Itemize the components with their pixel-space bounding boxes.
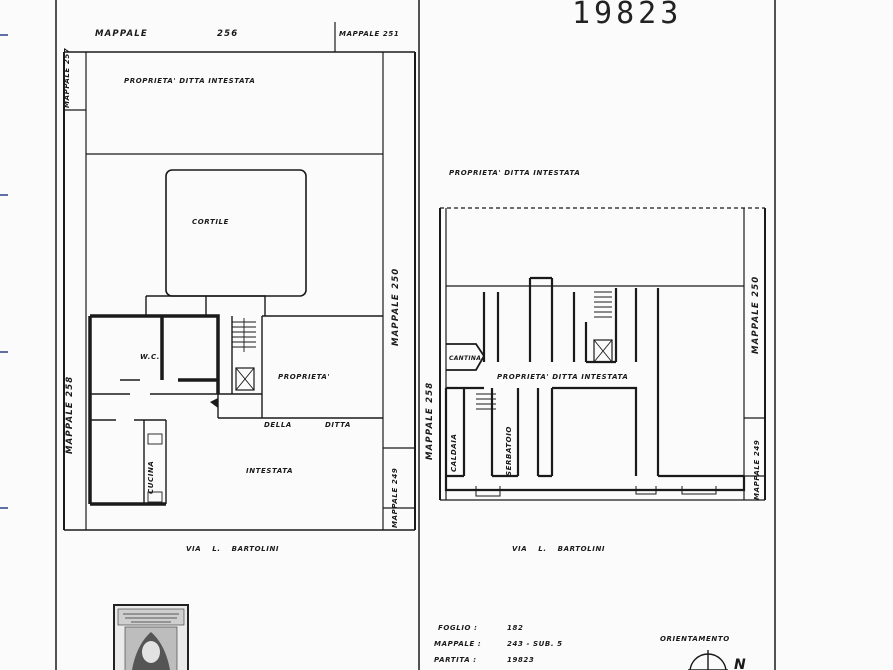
orientamento-label: ORIENTAMENTO	[660, 635, 730, 643]
north-arrow	[688, 650, 728, 670]
north-letter: N	[734, 657, 748, 670]
foglio-value: 182	[507, 624, 524, 632]
partita-label: PARTITA :	[434, 656, 477, 664]
margin-ticks	[0, 34, 8, 509]
proprieta-right-line2: DELLA DITTA	[264, 421, 351, 429]
right-stairs	[476, 291, 612, 410]
left-stairs	[232, 318, 256, 352]
stamp-portrait-icon	[117, 608, 185, 670]
proprieta-top-left: PROPRIETA' DITTA INTESTATA	[124, 77, 256, 85]
apartment-walls	[88, 314, 220, 506]
proprieta-right-line1: PROPRIETA'	[278, 373, 331, 381]
right-street-label: VIA L. BARTOLINI	[512, 545, 606, 553]
mappale-250-right-label: MAPPALE 250	[751, 275, 761, 354]
mappale-256-label: MAPPALE	[95, 29, 148, 39]
mappale-256-number: 256	[217, 29, 239, 39]
cantina-room	[446, 343, 486, 371]
mappale-250-left-label: MAPPALE 250	[391, 267, 401, 346]
mappale-249-right-label: MAPPALE 249	[753, 439, 761, 500]
basement-walls	[444, 276, 746, 492]
mappale-249-left-label: MAPPALE 249	[391, 467, 399, 528]
left-street-label: VIA L. BARTOLINI	[186, 545, 280, 553]
mappale-info-label: MAPPALE :	[434, 640, 482, 648]
proprieta-right-line3: INTESTATA	[246, 467, 294, 475]
wc-label: W.C.	[140, 353, 160, 361]
sheet-number: 19823	[572, 0, 683, 31]
caldaia-label: CALDAIA	[450, 433, 458, 472]
partita-value: 19823	[507, 656, 535, 664]
left-lift	[235, 367, 255, 391]
revenue-stamp-image	[113, 604, 189, 670]
right-lift	[593, 339, 613, 363]
right-lot-boundary	[439, 207, 766, 501]
cortile-label: CORTILE	[192, 218, 229, 226]
mappale-258-left-label: MAPPALE 258	[65, 375, 75, 454]
proprieta-top-right: PROPRIETA' DITTA INTESTATA	[449, 169, 581, 177]
proprieta-center-right: PROPRIETA' DITTA INTESTATA	[497, 373, 629, 381]
cucina-label: CUCINA	[147, 460, 155, 494]
mappale-257-label: MAPPALE 257	[63, 47, 71, 108]
serbatoio-label: SERBATOIO	[505, 426, 513, 476]
mappale-info-value: 243 - SUB. 5	[507, 640, 563, 648]
cortile-outline	[165, 169, 307, 297]
foglio-label: FOGLIO :	[438, 624, 478, 632]
left-lot-boundary	[63, 22, 416, 531]
mappale-251-label: MAPPALE 251	[339, 30, 400, 38]
mappale-258-right-label: MAPPALE 258	[425, 381, 435, 460]
cantina-label: CANTINA	[449, 355, 482, 362]
